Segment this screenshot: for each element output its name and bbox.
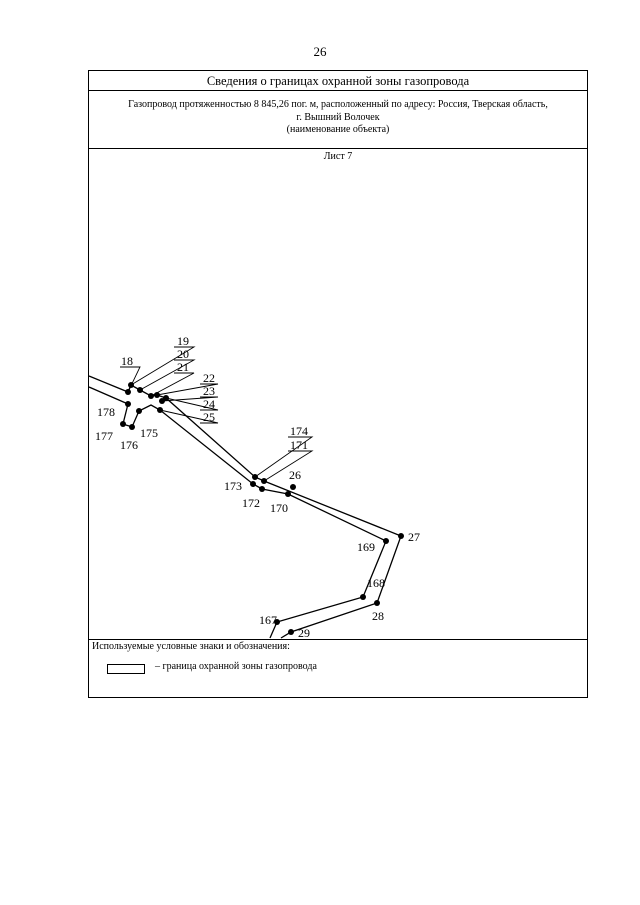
- object-line-2: г. Вышний Волочек: [296, 111, 380, 123]
- point-label-26: 26: [289, 468, 301, 482]
- point-label-25: 25: [203, 410, 215, 424]
- point-label-21: 21: [177, 360, 189, 374]
- point-label-175: 175: [140, 426, 158, 440]
- object-caption: (наименование объекта): [286, 124, 390, 135]
- point-label-178: 178: [97, 405, 115, 419]
- legend-boundary-symbol: [107, 664, 145, 674]
- object-description: Газопровод протяженностью 8 845,26 пог. …: [89, 91, 587, 149]
- legend-title: Используемые условные знаки и обозначени…: [92, 641, 290, 652]
- point-label-20: 20: [177, 347, 189, 361]
- legend-boundary-label: – граница охранной зоны газопровода: [155, 661, 317, 672]
- point-label-174: 174: [290, 424, 308, 438]
- document-title: Сведения о границах охранной зоны газопр…: [89, 71, 587, 91]
- leader-lines: [120, 346, 314, 482]
- point-label-22: 22: [203, 371, 215, 385]
- point-label-170: 170: [270, 501, 288, 515]
- point-label-177: 177: [95, 429, 113, 443]
- page-number: 26: [313, 44, 327, 59]
- sheet-label: Лист 7: [323, 151, 353, 162]
- point-label-29: 29: [298, 626, 310, 640]
- point-label-168: 168: [367, 576, 385, 590]
- point-label-23: 23: [203, 384, 215, 398]
- object-line-1: Газопровод протяженностью 8 845,26 пог. …: [128, 99, 548, 110]
- document-frame: Сведения о границах охранной зоны газопр…: [88, 70, 588, 698]
- point-label-172: 172: [242, 496, 260, 510]
- point-label-27: 27: [408, 530, 420, 544]
- point-label-173: 173: [224, 479, 242, 493]
- point-label-171: 171: [290, 438, 308, 452]
- point-label-19: 19: [177, 334, 189, 348]
- point-label-167: 167: [259, 613, 277, 627]
- point-label-176: 176: [120, 438, 138, 452]
- point-label-169: 169: [357, 540, 375, 554]
- point-label-18: 18: [121, 354, 133, 368]
- boundary-points: [120, 382, 404, 635]
- point-label-28: 28: [372, 609, 384, 623]
- legend: Используемые условные знаки и обозначени…: [89, 639, 587, 698]
- point-label-24: 24: [203, 397, 215, 411]
